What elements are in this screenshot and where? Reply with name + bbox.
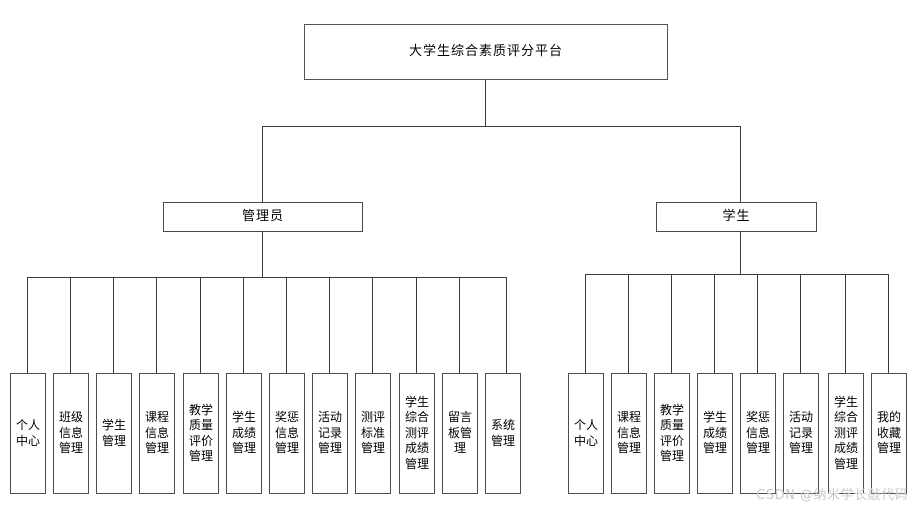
leaf-node-student-3[interactable]: 教学质量评价管理 (654, 373, 690, 494)
leaf-node-admin-11[interactable]: 留言板管理 (442, 373, 478, 494)
leaf-node-label: 学生综合测评成绩管理 (833, 395, 858, 471)
leaf-node-label: 测评标准管理 (360, 410, 385, 456)
connector-admin-drop-6 (243, 277, 244, 373)
leaf-node-label: 教学质量评价管理 (659, 402, 684, 463)
role-node-admin[interactable]: 管理员 (163, 202, 363, 232)
root-node-platform[interactable]: 大学生综合素质评分平台 (304, 24, 668, 80)
connector-student-drop-5 (757, 274, 758, 373)
leaf-node-admin-7[interactable]: 奖惩信息管理 (269, 373, 305, 494)
connector-admin-drop-10 (416, 277, 417, 373)
leaf-node-student-6[interactable]: 活动记录管理 (783, 373, 819, 494)
leaf-node-admin-2[interactable]: 班级信息管理 (53, 373, 89, 494)
role-node-admin-label: 管理员 (241, 208, 284, 224)
connector-student-drop-6 (800, 274, 801, 373)
leaf-node-label: 个人中心 (15, 418, 40, 448)
connector-admin-drop-4 (156, 277, 157, 373)
connector-student-trunk (740, 231, 741, 274)
leaf-node-admin-10[interactable]: 学生综合测评成绩管理 (399, 373, 435, 494)
connector-student-drop-8 (888, 274, 889, 373)
connector-student-drop-1 (585, 274, 586, 373)
connector-role-bus (262, 126, 741, 127)
leaf-node-admin-4[interactable]: 课程信息管理 (139, 373, 175, 494)
connector-admin-bus (27, 277, 506, 278)
leaf-node-label: 学生综合测评成绩管理 (404, 395, 429, 471)
role-node-student-label: 学生 (722, 208, 751, 224)
leaf-node-label: 活动记录管理 (788, 410, 813, 456)
connector-student-drop-3 (671, 274, 672, 373)
leaf-node-label: 个人中心 (573, 418, 598, 448)
connector-admin-drop-9 (372, 277, 373, 373)
root-node-label: 大学生综合素质评分平台 (408, 43, 563, 59)
leaf-node-admin-1[interactable]: 个人中心 (10, 373, 46, 494)
leaf-node-admin-9[interactable]: 测评标准管理 (355, 373, 391, 494)
connector-admin-trunk (262, 231, 263, 277)
connector-admin-drop-1 (27, 277, 28, 373)
connector-root-trunk (485, 80, 486, 126)
leaf-node-label: 课程信息管理 (144, 410, 169, 456)
leaf-node-label: 班级信息管理 (58, 410, 83, 456)
leaf-node-label: 我的收藏管理 (876, 410, 901, 456)
leaf-node-admin-6[interactable]: 学生成绩管理 (226, 373, 262, 494)
leaf-node-label: 教学质量评价管理 (188, 402, 213, 463)
leaf-node-student-1[interactable]: 个人中心 (568, 373, 604, 494)
leaf-node-admin-3[interactable]: 学生管理 (96, 373, 132, 494)
connector-student-drop-2 (628, 274, 629, 373)
leaf-node-label: 学生成绩管理 (702, 410, 727, 456)
connector-admin-drop-5 (200, 277, 201, 373)
connector-student-drop-7 (845, 274, 846, 373)
connector-admin-drop-7 (286, 277, 287, 373)
leaf-node-label: 课程信息管理 (616, 410, 641, 456)
leaf-node-student-8[interactable]: 我的收藏管理 (871, 373, 907, 494)
leaf-node-label: 活动记录管理 (317, 410, 342, 456)
connector-student-drop-4 (714, 274, 715, 373)
watermark-text: CSDN @纳米学长敲代码 (756, 488, 908, 503)
leaf-node-student-2[interactable]: 课程信息管理 (611, 373, 647, 494)
leaf-node-admin-5[interactable]: 教学质量评价管理 (183, 373, 219, 494)
leaf-node-label: 学生成绩管理 (231, 410, 256, 456)
leaf-node-student-7[interactable]: 学生综合测评成绩管理 (828, 373, 864, 494)
connector-admin-drop-8 (329, 277, 330, 373)
leaf-node-student-4[interactable]: 学生成绩管理 (697, 373, 733, 494)
leaf-node-label: 奖惩信息管理 (745, 410, 770, 456)
connector-admin-drop-2 (70, 277, 71, 373)
leaf-node-label: 奖惩信息管理 (274, 410, 299, 456)
connector-admin-drop-12 (506, 277, 507, 373)
leaf-node-label: 留言板管理 (447, 410, 472, 456)
leaf-node-label: 学生管理 (101, 418, 126, 448)
leaf-node-label: 系统管理 (490, 418, 515, 448)
connector-drop-admin (262, 126, 263, 202)
connector-admin-drop-11 (459, 277, 460, 373)
leaf-node-admin-8[interactable]: 活动记录管理 (312, 373, 348, 494)
connector-student-bus (585, 274, 889, 275)
connector-drop-student (740, 126, 741, 202)
connector-admin-drop-3 (113, 277, 114, 373)
role-node-student[interactable]: 学生 (656, 202, 817, 232)
leaf-node-student-5[interactable]: 奖惩信息管理 (740, 373, 776, 494)
leaf-node-admin-12[interactable]: 系统管理 (485, 373, 521, 494)
